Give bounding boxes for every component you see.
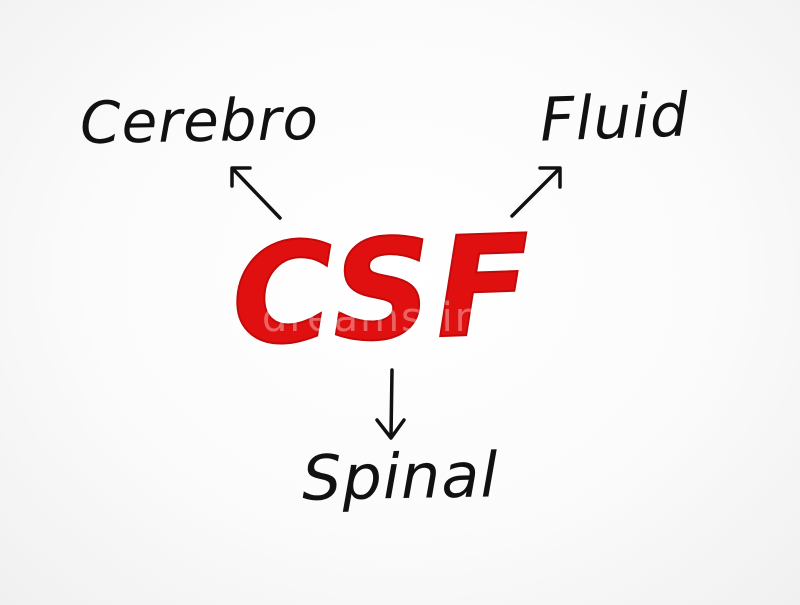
term-spinal: Spinal — [301, 438, 500, 515]
term-fluid: Fluid — [538, 80, 691, 156]
acronym-csf: CSF — [228, 204, 537, 377]
term-cerebro: Cerebro — [79, 84, 320, 158]
arrow-to-spinal — [375, 368, 406, 440]
arrow-to-cerebro — [230, 166, 282, 220]
arrow-to-fluid — [510, 166, 562, 218]
